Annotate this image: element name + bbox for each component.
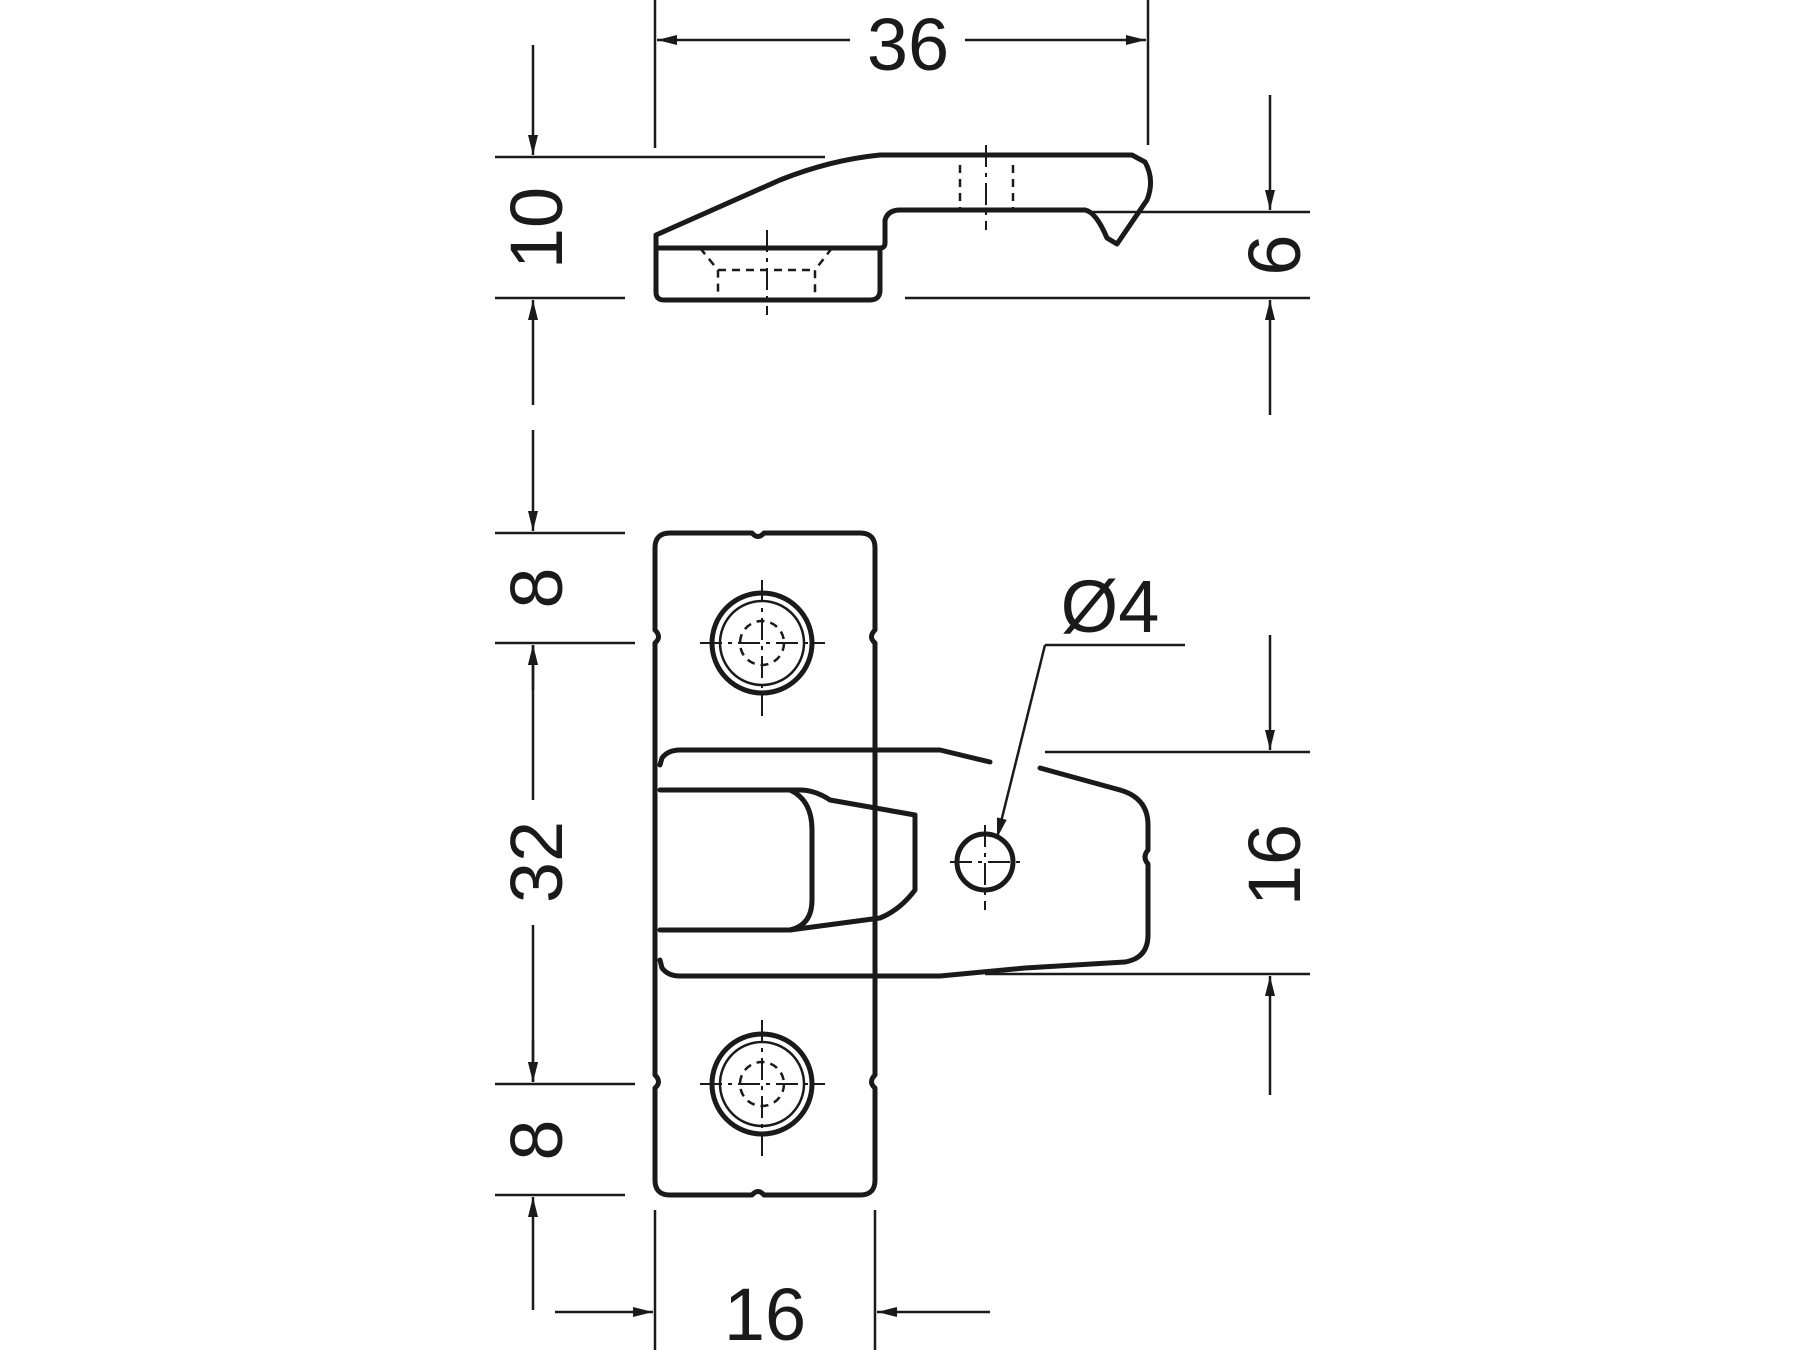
- dim-16-bottom-label: 16: [724, 1273, 806, 1350]
- side-view-outline: [653, 152, 1153, 251]
- dim-arm-width: 16: [985, 635, 1316, 1095]
- dim-overall-length: 36: [653, 0, 1150, 148]
- dim-8-bottom-label: 8: [495, 1119, 578, 1160]
- dim-hole-diameter: Ø4: [995, 565, 1185, 839]
- dim-left-chain: 8 32 8: [495, 430, 635, 1310]
- dim-base-width: 16: [555, 1210, 990, 1350]
- dim-32-label: 32: [495, 821, 578, 903]
- arm-pin-hole: [950, 825, 1020, 910]
- lower-screw-hole: [700, 1020, 825, 1160]
- dim-10-label: 10: [495, 187, 578, 269]
- upper-screw-hole: [700, 580, 825, 720]
- plan-view: [652, 530, 1151, 1198]
- arm-inner-recess: [657, 787, 918, 933]
- arm-outline-right: [657, 765, 1151, 979]
- arm-outline: [657, 747, 993, 768]
- dim-arm-height: 6: [905, 95, 1316, 415]
- side-pin-hole-hidden: [958, 145, 1015, 230]
- base-plate-outline: [652, 530, 878, 1198]
- dim-8-top-label: 8: [495, 567, 578, 608]
- side-view: [653, 145, 1153, 315]
- dim-36-label: 36: [867, 3, 949, 86]
- dim-diameter-label: Ø4: [1061, 565, 1160, 648]
- arm-inner-detail: [787, 787, 815, 933]
- dim-side-height: 10: [495, 45, 825, 405]
- dim-6-label: 6: [1233, 234, 1316, 275]
- dim-16-right-label: 16: [1233, 824, 1316, 906]
